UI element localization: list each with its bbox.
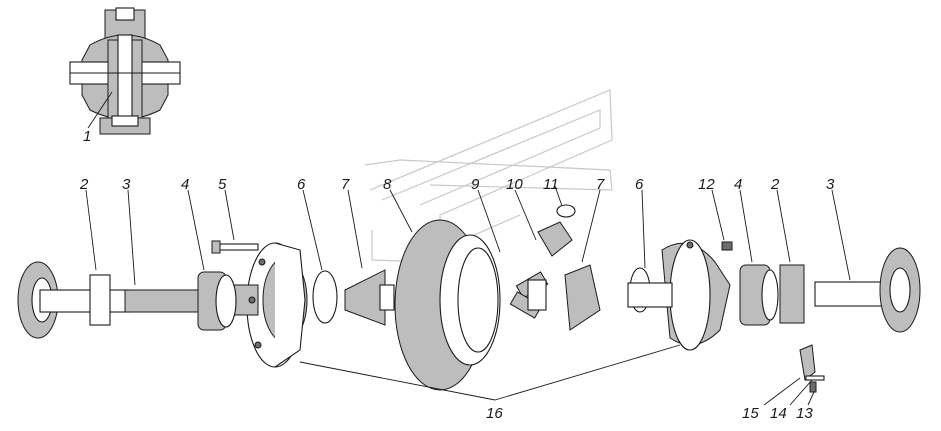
- side-gear-left: [344, 269, 395, 326]
- right-bearing: [739, 264, 779, 326]
- left-drive-gear: [17, 261, 206, 339]
- callout-3-left: 3: [122, 176, 131, 193]
- callout-3-right: 3: [826, 176, 835, 193]
- callout-4-right: 4: [734, 176, 742, 193]
- callout-11: 11: [543, 176, 559, 193]
- right-axle-shaft: [814, 247, 921, 333]
- plug: [721, 241, 733, 251]
- callout-8: 8: [383, 176, 392, 193]
- leader-lines: [85, 91, 851, 406]
- ring-gear: [394, 219, 501, 391]
- differential-cross-section: [69, 7, 181, 135]
- callout-2-right: 2: [770, 176, 780, 193]
- watermark: [364, 89, 613, 263]
- left-bearing: [197, 271, 237, 331]
- callout-7-right: 7: [596, 176, 605, 193]
- callout-labels: 1 2 3 4 5 6 7 8 9 10 11 7 6 12 4 2 3 16 …: [79, 128, 835, 422]
- callout-9: 9: [471, 176, 480, 193]
- differential-case-left-half: [229, 242, 308, 368]
- callout-13: 13: [796, 405, 813, 422]
- bracket-assembly: [799, 344, 825, 393]
- callout-1: 1: [83, 128, 91, 145]
- callout-16: 16: [486, 405, 503, 422]
- pinion-washer: [556, 204, 576, 218]
- callout-2-left: 2: [79, 176, 89, 193]
- differential-case-right-half: [627, 239, 731, 351]
- callout-10: 10: [506, 176, 523, 193]
- right-drive-gear: [779, 264, 805, 324]
- callout-15: 15: [742, 405, 759, 422]
- callout-7-left: 7: [341, 176, 350, 193]
- callout-4-left: 4: [181, 176, 189, 193]
- callout-6-left: 6: [297, 176, 306, 193]
- side-gear-right: [564, 264, 601, 331]
- callout-5: 5: [218, 176, 227, 193]
- callout-6-right: 6: [635, 176, 644, 193]
- planet-pinion: [537, 221, 573, 257]
- thrust-washer-left: [312, 270, 338, 324]
- callout-14: 14: [770, 405, 787, 422]
- callout-12: 12: [698, 176, 715, 193]
- bolt: [211, 240, 259, 254]
- spider-cross: [509, 271, 549, 319]
